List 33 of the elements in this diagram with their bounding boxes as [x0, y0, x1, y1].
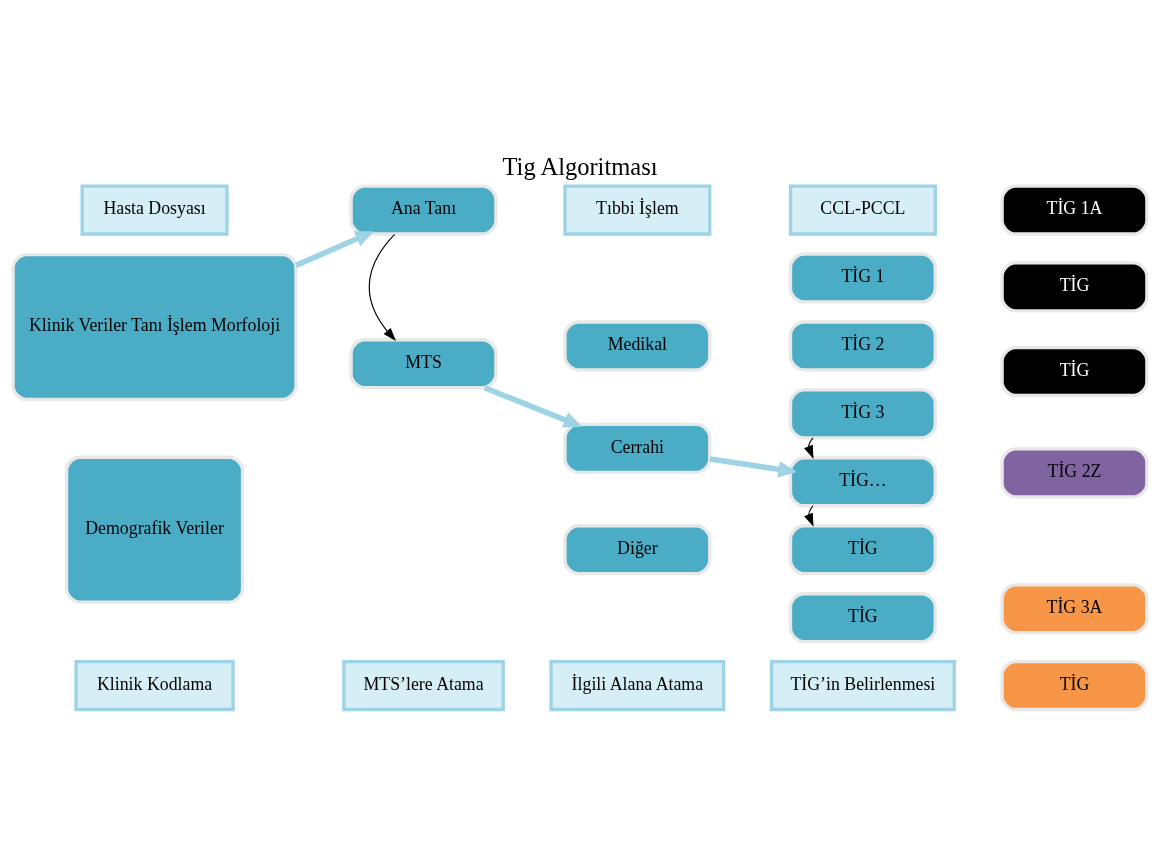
node-box: Medikal: [563, 319, 712, 372]
node-box: Ana Tanı: [349, 183, 498, 236]
node-box: TİG’in Belirlenmesi: [769, 659, 956, 711]
node-box: TİG 1A: [1000, 183, 1149, 236]
node-box: Demografik Veriler: [64, 455, 245, 604]
arrow: [368, 233, 396, 341]
node-box: CCL-PCCL: [788, 183, 937, 236]
diagram-title: Tig Algoritması: [502, 152, 658, 180]
node-box: TİG: [1000, 260, 1149, 312]
node-box: TİG 2Z: [1000, 446, 1149, 498]
node-box: TİG 1: [788, 251, 937, 304]
node-box: Klinik Kodlama: [74, 659, 235, 711]
node-box: TİG: [788, 523, 937, 575]
node-box: Diğer: [563, 523, 712, 575]
arrow: [483, 384, 583, 427]
node-box: İlgili Alana Atama: [549, 659, 726, 711]
node-box: TİG 2: [788, 319, 937, 372]
node-box: TİG…: [788, 455, 937, 507]
node-box: MTS’lere Atama: [342, 659, 505, 711]
arrow: [804, 504, 814, 527]
node-box: Hasta Dosyası: [80, 183, 229, 236]
node-box: TİG: [1000, 345, 1149, 397]
node-box: Klinik Veriler Tanı İşlem Morfoloji: [11, 252, 298, 401]
arrow: [294, 230, 375, 268]
arrow: [804, 436, 814, 459]
node-box: Cerrahi: [563, 422, 712, 474]
node-box: MTS: [349, 337, 498, 389]
arrow: [709, 455, 798, 477]
node-box: Tıbbi İşlem: [563, 183, 712, 236]
node-box: TİG: [788, 591, 937, 643]
node-box: TİG 3: [788, 387, 937, 439]
node-box: TİG: [1000, 659, 1149, 711]
node-box: TİG 3A: [1000, 582, 1149, 634]
